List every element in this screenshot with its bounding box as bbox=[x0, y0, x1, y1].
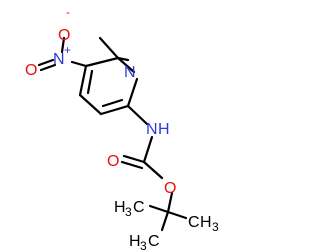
tbu-right-c-label: C bbox=[188, 214, 200, 231]
ring-bond-c6-c5-inner bbox=[101, 98, 124, 108]
ring-nitrogen-label: N bbox=[124, 64, 136, 81]
methyl-bond bbox=[98, 36, 120, 60]
nitro-oxygen-left-label: O bbox=[25, 62, 37, 79]
ring-bond-c5-c4 bbox=[78, 93, 103, 116]
ring-bond-c3-c2 bbox=[84, 56, 120, 68]
tbu-bottom-bond bbox=[160, 210, 170, 232]
tbu-right-sub-label: 3 bbox=[212, 220, 219, 234]
molecule-structure: N O - N + O N H O O H 3 C H 3 C C H 3 bbox=[25, 5, 219, 250]
nh-bond bbox=[126, 104, 149, 126]
amide-nitrogen-label: N bbox=[146, 121, 158, 138]
tbu-left-bond bbox=[148, 204, 170, 214]
ring-bond-c2-n1-double bbox=[116, 56, 136, 74]
carbamate-n-c-bond bbox=[142, 135, 154, 164]
nitro-o-left-bond-a bbox=[37, 58, 55, 67]
atom-labels: N O - N + O N H O O H 3 C H 3 C C H 3 bbox=[25, 5, 219, 250]
tbu-right-bond bbox=[166, 210, 188, 220]
amide-hydrogen-label: H bbox=[158, 121, 170, 138]
carbonyl-oxygen-label: O bbox=[107, 153, 119, 170]
ester-bond bbox=[142, 160, 164, 180]
ring-bond-c4-c3 bbox=[78, 64, 88, 97]
ester-oxygen-label: O bbox=[164, 180, 176, 197]
tbu-left-c-label: C bbox=[133, 199, 145, 216]
ring-bond-c4-c3-inner bbox=[86, 69, 94, 95]
ring-bond-n1-c6 bbox=[126, 77, 139, 108]
tbu-right-h-label: H bbox=[200, 214, 212, 231]
ring-bond-c6-c5 bbox=[99, 104, 130, 116]
carbonyl-bond-b bbox=[120, 160, 144, 170]
ester-o-c-bond bbox=[166, 191, 174, 214]
bonds bbox=[37, 36, 188, 232]
nitro-charge-plus: + bbox=[64, 43, 71, 57]
nitro-oxygen-top-label: O bbox=[58, 27, 70, 44]
tbu-bottom-sub-label: 3 bbox=[140, 239, 147, 250]
nitro-o-left-bond-b bbox=[39, 63, 57, 72]
nitro-nitrogen-label: N bbox=[53, 51, 65, 68]
carbonyl-bond-a bbox=[122, 154, 146, 164]
tbu-left-h-label: H bbox=[114, 199, 126, 216]
nitro-charge-minus: - bbox=[66, 5, 70, 19]
tbu-left-sub-label: 3 bbox=[125, 205, 132, 219]
nitro-bond bbox=[70, 60, 88, 68]
tbu-bottom-h-label: H bbox=[129, 233, 141, 250]
tbu-bottom-c-label: C bbox=[148, 233, 160, 250]
nitro-o-top-bond bbox=[60, 36, 66, 54]
